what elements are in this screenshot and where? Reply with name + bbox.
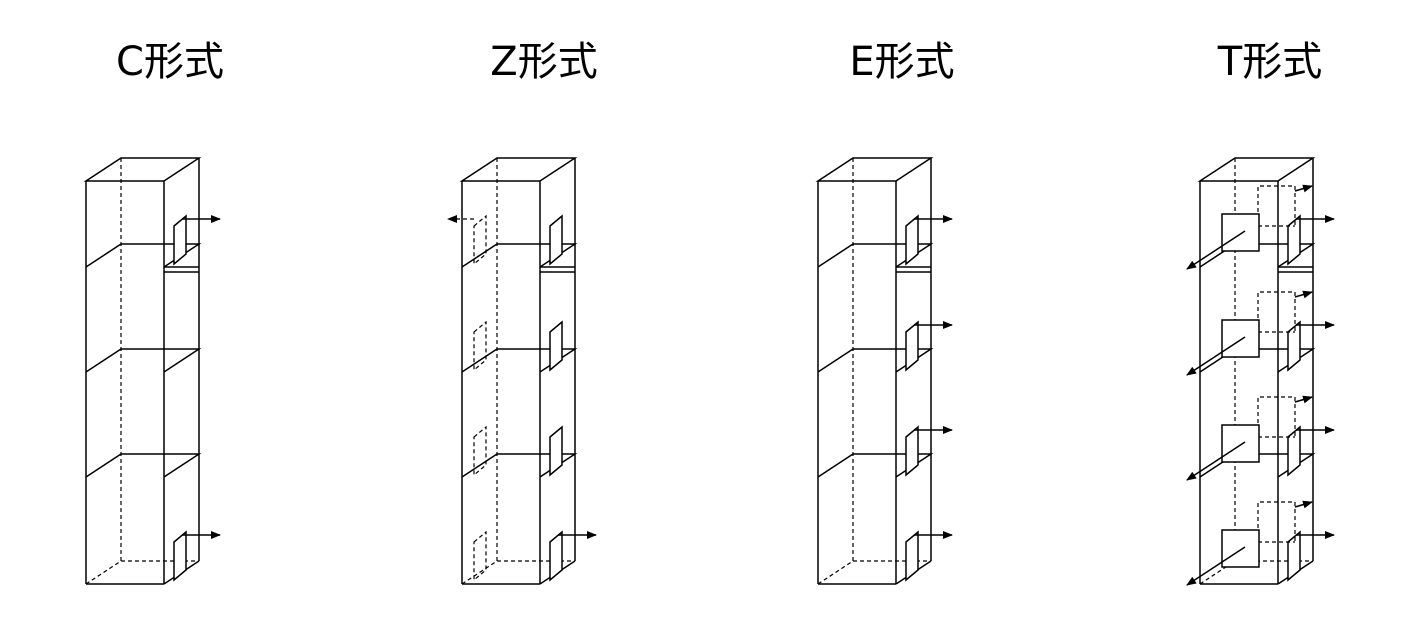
top-face (83, 157, 202, 182)
internal-duct (1257, 185, 1296, 226)
z-form-title: Z形式 (490, 39, 598, 85)
top-face (1197, 157, 1316, 182)
t-form-title: T形式 (1217, 39, 1323, 85)
right-side-opening (905, 530, 919, 582)
right-side-opening (905, 214, 919, 266)
right-side-opening (905, 425, 919, 477)
left-hidden-opening (473, 425, 487, 477)
diagonal-arrow-front (1186, 441, 1246, 481)
c-form-title: C形式 (116, 39, 224, 85)
e-form-tower (815, 157, 953, 585)
right-side-opening (1287, 214, 1301, 266)
floor-separator (85, 348, 202, 373)
diagonal-arrow-front (1186, 336, 1246, 376)
diagonal-arrow-front (1186, 546, 1246, 586)
right-side-opening (549, 425, 563, 477)
left-hidden-opening (473, 214, 487, 266)
internal-duct (1257, 396, 1296, 437)
fan-unit (1221, 213, 1260, 252)
diagonal-arrow-back (1294, 500, 1313, 509)
right-side-opening (1287, 320, 1301, 372)
right-side-opening (173, 214, 187, 266)
internal-duct (1257, 291, 1296, 332)
z-form-tower (447, 157, 597, 585)
right-side-opening (549, 320, 563, 372)
internal-duct (1257, 501, 1296, 542)
diagonal-arrow-back (1294, 184, 1313, 193)
t-form-tower (1186, 157, 1335, 586)
diagonal-arrow-front (1186, 230, 1246, 270)
right-side-opening (549, 214, 563, 266)
left-hidden-opening (473, 320, 487, 372)
fan-unit (1221, 424, 1260, 463)
top-face (459, 157, 578, 182)
right-side-opening (549, 530, 563, 582)
hidden-bottom-left-edge (817, 560, 854, 585)
hidden-bottom-left-edge (85, 560, 122, 585)
right-side-opening (905, 320, 919, 372)
floor-separator (85, 453, 202, 478)
c-form-tower (83, 157, 221, 585)
diagonal-arrow-back (1294, 290, 1313, 299)
right-side-opening (1287, 425, 1301, 477)
hidden-bottom-left-edge (461, 560, 498, 585)
diagonal-arrow-back (1294, 395, 1313, 404)
left-hidden-opening (473, 530, 487, 582)
fan-unit (1221, 319, 1260, 358)
fan-unit (1221, 529, 1260, 568)
right-side-opening (1287, 530, 1301, 582)
top-face (815, 157, 934, 182)
e-form-title: E形式 (849, 39, 955, 85)
right-side-opening (173, 530, 187, 582)
